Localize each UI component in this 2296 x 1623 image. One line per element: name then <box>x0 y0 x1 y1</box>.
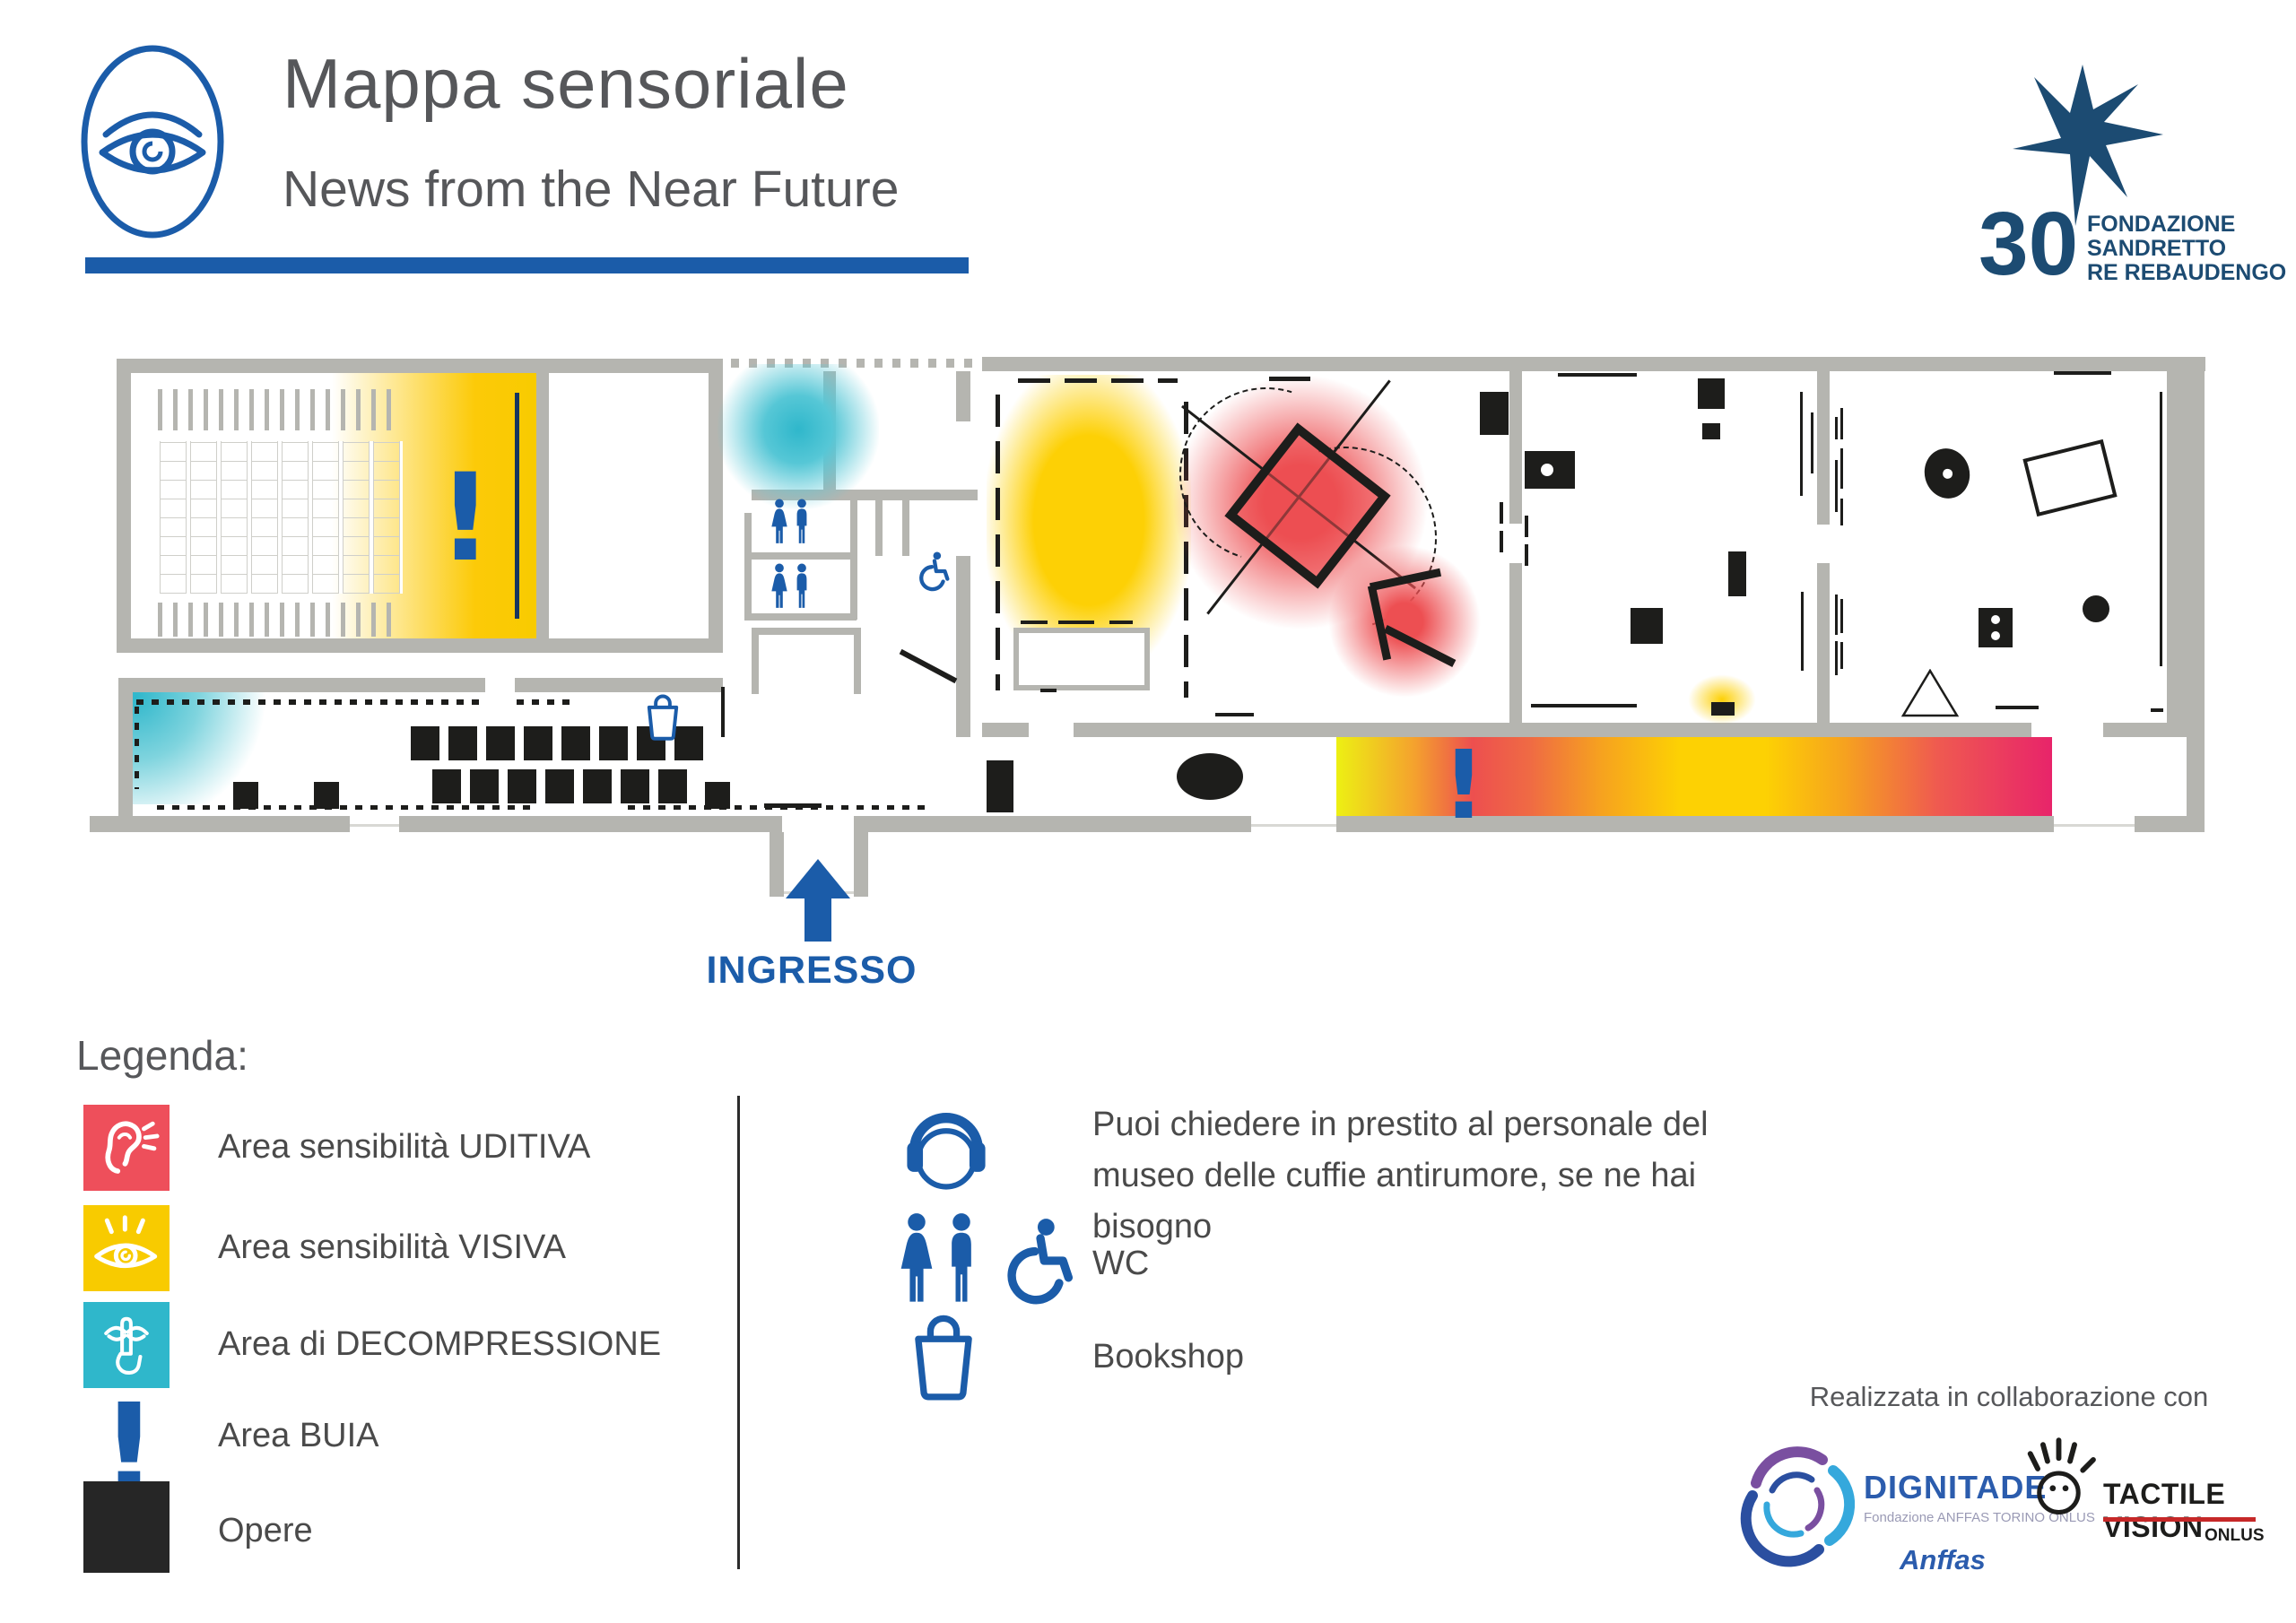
dark-area-exclamation-auditorium: ! <box>438 447 493 588</box>
wheelchair-icon <box>1007 1219 1074 1305</box>
bookshop-bag-icon <box>915 1315 972 1401</box>
artwork-rect <box>705 782 730 809</box>
auditory-blob-small <box>1317 536 1492 707</box>
dotted-guide-line <box>517 699 574 705</box>
auditory-gradient-corridor <box>1336 737 2052 816</box>
artwork-rect <box>233 782 258 809</box>
fsrr-30: 30 <box>1979 194 2079 294</box>
entrance-arrow-shaft <box>804 897 831 942</box>
entrance-label: INGRESSO <box>706 949 918 992</box>
man-icon <box>952 1213 971 1302</box>
artwork-rect <box>314 782 339 809</box>
wc-label: WC <box>1092 1245 1150 1282</box>
oval-artwork-with-dot <box>1918 443 1976 504</box>
artwork-rect <box>987 760 1013 812</box>
legend-label-auditory: Area sensibilità UDITIVA <box>218 1128 591 1166</box>
artwork-rect <box>1698 378 1725 409</box>
legend-divider <box>737 1096 740 1569</box>
dotted-guide-line <box>136 699 483 705</box>
entrance-arrow-icon <box>786 859 850 898</box>
anffas-logo-text: Anffas <box>1900 1544 1986 1575</box>
touch-icon <box>104 1316 149 1375</box>
dark-area-exclamation-corridor: ! <box>1442 731 1485 840</box>
legend-label-decompression: Area di DECOMPRESSIONE <box>218 1325 662 1363</box>
headphones-text: Puoi chiedere in prestito al personale d… <box>1092 1106 1709 1245</box>
bookshop-bag-icon <box>647 694 679 741</box>
auditorium-ticks-top <box>158 389 402 430</box>
legend-swatch-auditory <box>83 1105 170 1191</box>
dotted-guide-line <box>157 805 534 810</box>
ear-icon <box>105 1121 160 1174</box>
oval-artwork <box>1177 753 1243 800</box>
auditorium-ticks-bottom <box>158 603 402 637</box>
fsrr-line-1: FONDAZIONE <box>2087 212 2236 237</box>
page-title: Mappa sensoriale <box>283 44 849 123</box>
decompression-corner-blob <box>133 692 281 804</box>
legend-label-works: Opere <box>218 1512 313 1549</box>
headphones-icon <box>907 1113 986 1190</box>
fsrr-wordmark: FONDAZIONE SANDRETTO RE REBAUDENGO <box>2087 213 2286 285</box>
woman-icon <box>771 499 787 543</box>
tactile-vision-subtitle: ONLUS <box>2205 1526 2265 1545</box>
artwork-rect <box>1480 392 1509 435</box>
legend-heading: Legenda: <box>76 1032 248 1079</box>
decompression-blob <box>718 364 879 509</box>
man-icon <box>796 563 807 608</box>
artwork-rect <box>1702 423 1720 439</box>
woman-icon <box>771 563 787 608</box>
tilted-frame-artwork <box>2022 438 2118 517</box>
man-icon <box>796 499 807 543</box>
eye-icon <box>94 1215 158 1268</box>
legend-swatch-visual <box>83 1205 170 1291</box>
tactile-vision-underline <box>2103 1517 2256 1522</box>
eye-logo-icon <box>81 45 224 239</box>
dark-room-dashed-top <box>1018 378 1178 383</box>
artwork-rect-with-dot <box>1525 451 1575 489</box>
artwork-rect <box>1631 608 1663 644</box>
circle-artwork <box>2083 595 2109 622</box>
legend-label-dark: Area BUIA <box>218 1417 379 1454</box>
triangle-artwork <box>1901 669 1959 717</box>
credits-heading: Realizzata in collaborazione con <box>1809 1381 2209 1412</box>
square-artwork-two-dots <box>1979 608 2013 647</box>
dignitade-logo-icon <box>1740 1446 1855 1567</box>
dark-room-dashed-left <box>996 395 1000 690</box>
platform-artwork <box>1013 628 1150 690</box>
auditorium-wall-artwork <box>515 393 519 619</box>
door-swing-line <box>899 648 958 684</box>
legend-swatch-decompression <box>83 1302 170 1388</box>
small-visual-glow <box>1688 674 1756 725</box>
dignitade-name: DIGNITADE <box>1864 1469 2048 1506</box>
artwork-rect <box>1728 551 1746 596</box>
page-subtitle: News from the Near Future <box>283 161 900 218</box>
auditorium-seats <box>160 441 403 594</box>
bookshop-shelves-row <box>432 769 687 803</box>
fsrr-line-2: SANDRETTO <box>2087 236 2227 261</box>
dignitade-subtitle: Fondazione ANFFAS TORINO ONLUS <box>1864 1510 2095 1525</box>
fsrr-star-icon <box>2013 65 2163 226</box>
woman-icon <box>900 1213 933 1302</box>
tactile-vision-name: TACTILE VISION <box>2103 1478 2226 1543</box>
artwork-square-swatch <box>83 1481 170 1573</box>
dotted-guide-line <box>135 707 139 789</box>
legend-label-visual: Area sensibilità VISIVA <box>218 1228 566 1266</box>
fsrr-line-3: RE REBAUDENGO <box>2087 260 2287 285</box>
tactile-vision-face-icon <box>2027 1437 2096 1515</box>
title-rule <box>85 257 969 273</box>
wheelchair-icon <box>919 551 950 592</box>
bookshop-label: Bookshop <box>1092 1338 1245 1376</box>
